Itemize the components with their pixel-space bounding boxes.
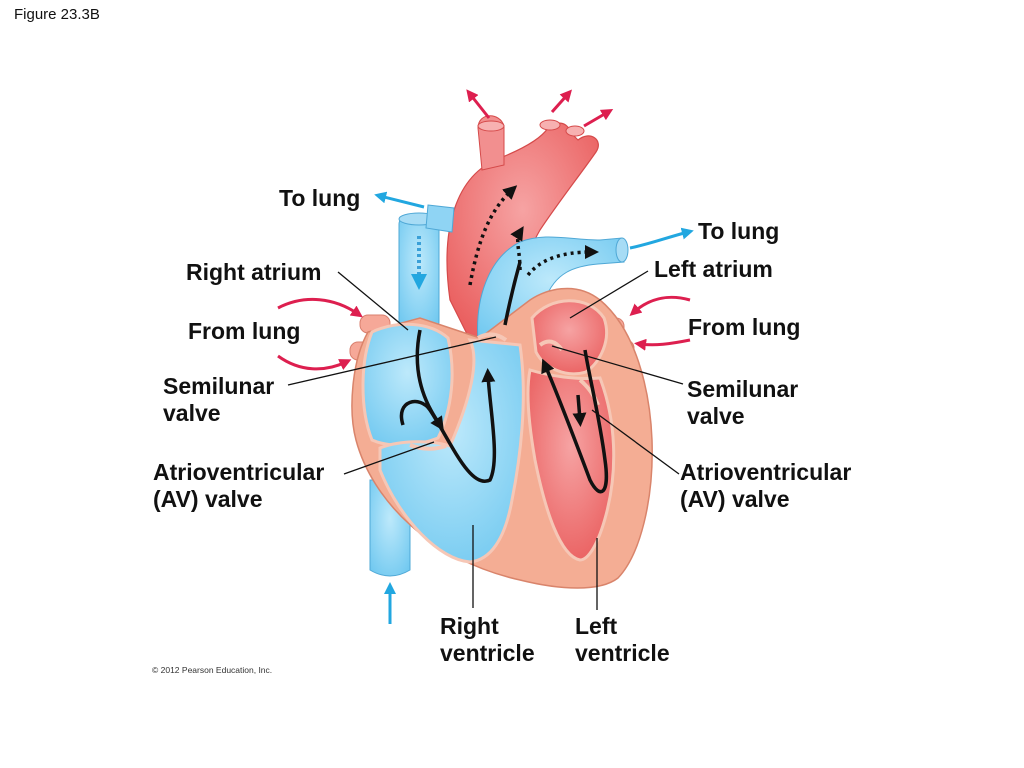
label-line: Semilunar (687, 376, 799, 402)
label-semilunar-valve-right: Semilunar valve (687, 376, 798, 430)
left-ventricle-chamber (526, 368, 616, 562)
label-line: valve (687, 403, 745, 429)
label-line: ventricle (440, 640, 535, 666)
label-line: (AV) valve (680, 486, 790, 512)
label-line: Semilunar (163, 373, 275, 399)
label-right-atrium: Right atrium (186, 259, 322, 285)
left-atrium-chamber (530, 299, 609, 376)
label-line: valve (163, 400, 221, 426)
label-av-valve-left: Atrioventricular (AV) valve (153, 459, 324, 513)
label-line: (AV) valve (153, 486, 263, 512)
copyright-notice: © 2012 Pearson Education, Inc. (152, 665, 273, 675)
label-line: ventricle (575, 640, 670, 666)
label-left-atrium: Left atrium (654, 256, 773, 282)
label-line: Right (440, 613, 499, 639)
label-to-lung-left: To lung (279, 185, 361, 211)
label-left-ventricle: Left ventricle (575, 613, 670, 667)
label-to-lung-right: To lung (698, 218, 780, 244)
label-av-valve-right: Atrioventricular (AV) valve (680, 459, 851, 513)
figure-title: Figure 23.3B (14, 6, 100, 23)
label-from-lung-right: From lung (688, 314, 801, 340)
right-atrium-chamber (361, 322, 454, 447)
label-line: Atrioventricular (680, 459, 852, 485)
label-line: Left (575, 613, 618, 639)
label-semilunar-valve-left: Semilunar valve (163, 373, 274, 427)
label-from-lung-left: From lung (188, 318, 301, 344)
label-right-ventricle: Right ventricle (440, 613, 535, 667)
label-line: Atrioventricular (153, 459, 325, 485)
